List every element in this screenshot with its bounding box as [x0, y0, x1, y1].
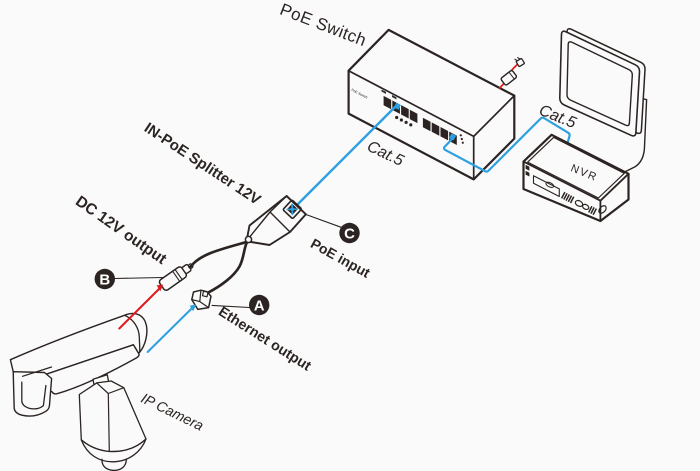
- svg-text:B: B: [99, 271, 110, 288]
- svg-text:C: C: [344, 225, 355, 242]
- svg-text:A: A: [254, 297, 265, 314]
- svg-text:PoE Switch: PoE Switch: [351, 88, 369, 100]
